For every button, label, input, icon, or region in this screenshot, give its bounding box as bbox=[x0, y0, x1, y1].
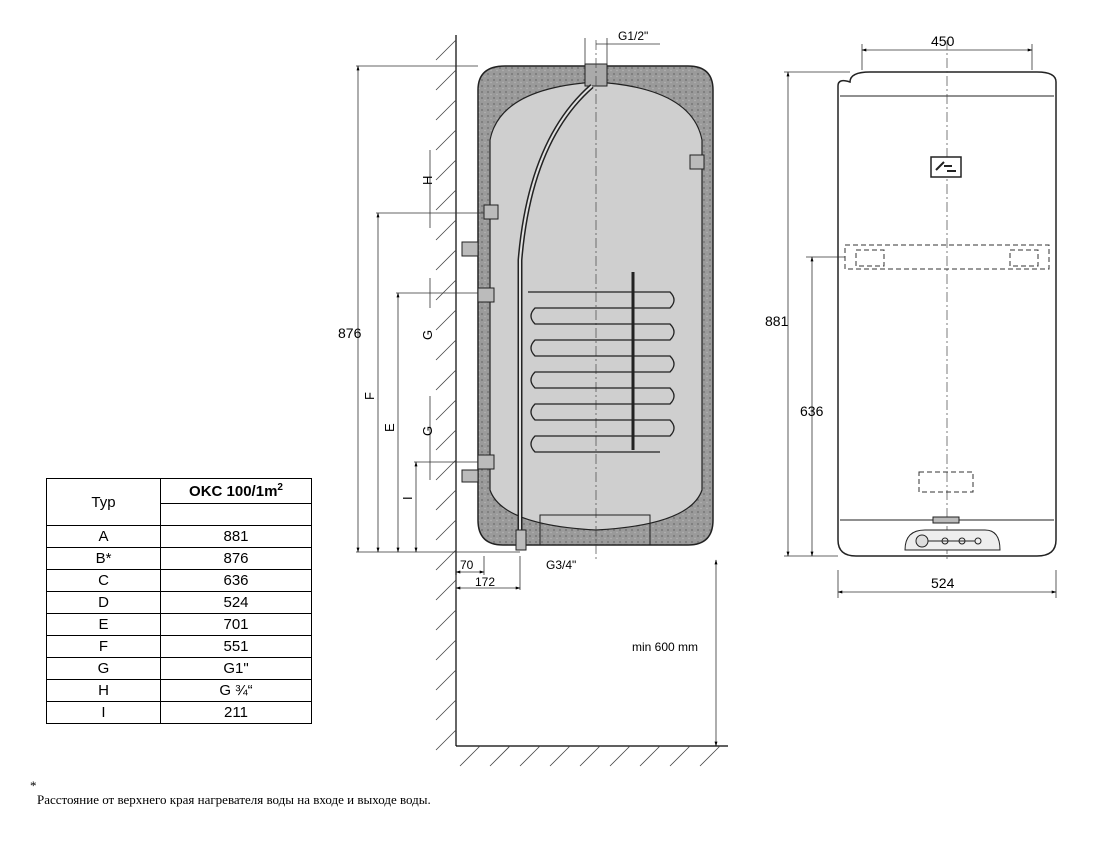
clearance-label: min 600 mm bbox=[632, 640, 698, 654]
wall bbox=[435, 35, 457, 751]
heat-exchanger-coil bbox=[528, 291, 675, 453]
thermostat-knob-icon bbox=[915, 534, 929, 548]
label-g-upper: G bbox=[420, 330, 435, 340]
footnote-star: * bbox=[30, 778, 37, 793]
width-524-label: 524 bbox=[931, 575, 955, 591]
table-row: B*876 bbox=[46, 547, 312, 570]
label-e: E bbox=[382, 423, 397, 432]
header-type: Typ bbox=[46, 478, 161, 526]
top-connection-label: G1/2" bbox=[618, 29, 648, 43]
width-450-label: 450 bbox=[931, 33, 955, 49]
side-connections bbox=[461, 154, 705, 483]
label-g-lower: G bbox=[420, 426, 435, 436]
header-model-empty bbox=[160, 503, 312, 526]
front-view: 450 881 636 524 bbox=[765, 33, 1057, 598]
header-model: OKC 100/1m2 bbox=[160, 478, 312, 504]
side-view: G1/2" 876 H G G F E I 70 172 G3/4" min 6… bbox=[338, 29, 728, 767]
dim-172-label: 172 bbox=[475, 575, 495, 589]
dim-70-label: 70 bbox=[460, 558, 474, 572]
floor bbox=[456, 745, 728, 767]
footnote-text: Расстояние от верхнего края нагревателя … bbox=[37, 792, 431, 807]
drain-connection-label: G3/4" bbox=[546, 558, 576, 572]
height-636-label: 636 bbox=[800, 403, 824, 419]
control-panel bbox=[904, 529, 1001, 551]
height-881-label: 881 bbox=[765, 313, 789, 329]
label-i: I bbox=[400, 496, 415, 500]
label-f: F bbox=[362, 392, 377, 400]
label-h: H bbox=[420, 176, 435, 185]
height-876-label: 876 bbox=[338, 325, 362, 341]
